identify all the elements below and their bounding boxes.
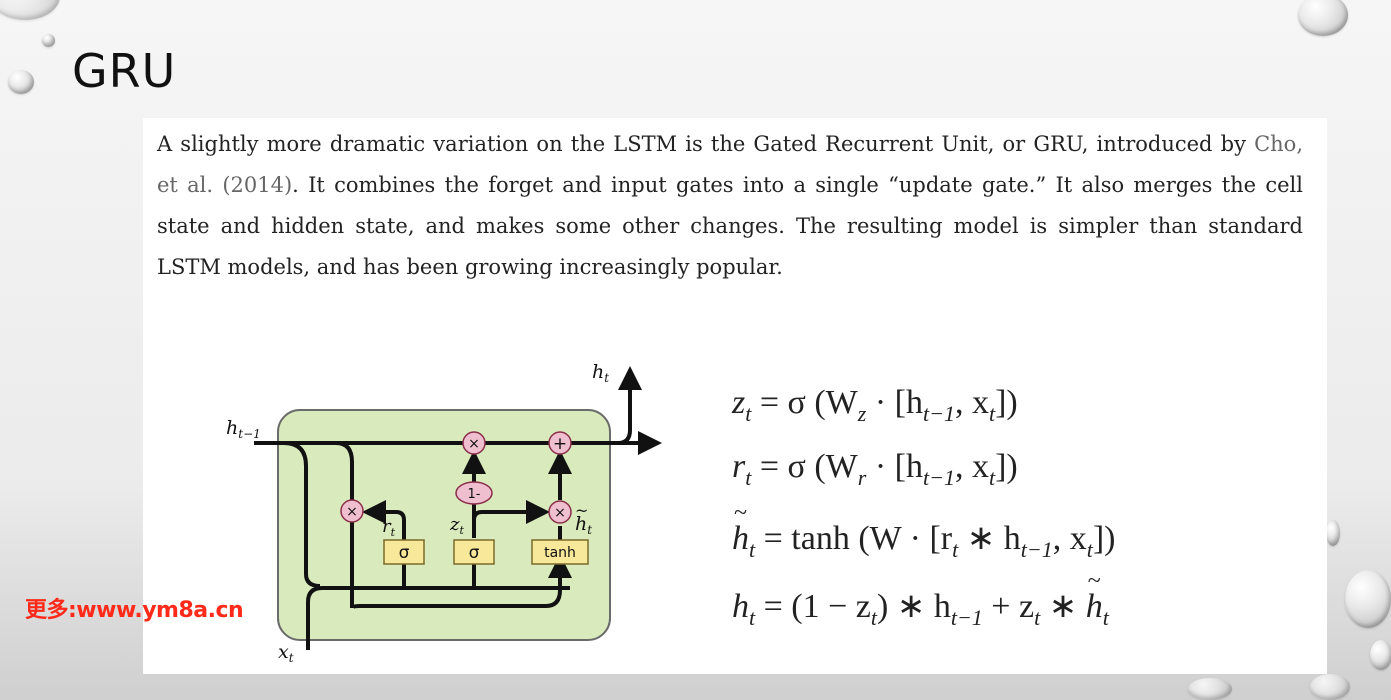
candidate-multiply-symbol: ×: [554, 505, 566, 521]
reset-output-line: [350, 522, 572, 609]
reset-multiply-symbol: ×: [346, 504, 358, 520]
add-symbol: +: [553, 434, 567, 454]
watermark-text: 更多:www.ym8a.cn: [25, 598, 244, 623]
one-minus-symbol: 1-: [468, 487, 481, 502]
reset-multiply-op: [340, 499, 364, 523]
label-h-t: ht: [592, 361, 609, 385]
tilde-mark: ~: [575, 501, 588, 520]
candidate-multiply-op: [548, 500, 572, 524]
water-drop-decoration: [1310, 674, 1350, 700]
water-drop-decoration: [8, 70, 34, 94]
equation-update-gate: zt = σ (Wz · [ht−1, xt]): [732, 384, 1018, 426]
h-prev-to-reset: [335, 441, 354, 500]
one-minus-op: [455, 481, 493, 505]
equation-candidate: ht = tanh (W · [rt ∗ ht−1, xt]): [732, 500, 1115, 563]
tanh-label: tanh: [544, 545, 576, 561]
sigma-reset-label: σ: [399, 543, 410, 563]
label-r-t: rt: [382, 516, 396, 539]
gru-cell-box: [277, 409, 611, 641]
sigma-update-layer: [453, 539, 495, 565]
water-drop-decoration: [1298, 0, 1348, 36]
label-h-tilde: ht: [575, 513, 592, 537]
sigma-update-label: σ: [469, 543, 480, 563]
tanh-layer: [531, 539, 589, 565]
equation-reset-gate: rt = σ (Wr · [ht−1, xt]): [732, 448, 1018, 490]
water-drop-decoration: [1370, 640, 1391, 670]
sigma-reset-layer: [383, 539, 425, 565]
equation-hidden-state: ht = (1 − zt) ∗ ht−1 + zt ∗ ht: [732, 568, 1109, 631]
paragraph-text: A slightly more dramatic variation on th…: [157, 132, 1255, 156]
water-drop-decoration: [42, 34, 55, 47]
reset-gate-arrow: [362, 500, 406, 550]
water-drop-decoration: [1188, 678, 1232, 700]
paragraph-text: . It combines the forget and input gates…: [157, 173, 1303, 279]
water-drop-decoration: [1326, 520, 1340, 546]
update-gate-to-multiply: [472, 500, 550, 524]
label-x-t: xt: [278, 641, 294, 665]
intro-paragraph: A slightly more dramatic variation on th…: [157, 124, 1303, 288]
gru-cell-diagram: σ σ tanh × × + × 1- ht ht−1 xt rt zt ht …: [226, 361, 662, 665]
input-line: [306, 586, 570, 650]
output-arrow: [617, 366, 642, 445]
water-drop-decoration: [0, 0, 60, 20]
h-prev-branch: [283, 441, 321, 588]
label-h-prev: ht−1: [226, 417, 261, 441]
slide-title: GRU: [72, 44, 177, 98]
update-multiply-symbol: ×: [468, 436, 480, 452]
update-multiply-op: [462, 431, 486, 455]
add-op: [548, 431, 572, 455]
water-drop-decoration: [1345, 570, 1391, 628]
citation-link[interactable]: Cho, et al. (2014): [157, 132, 1303, 197]
label-z-t: zt: [449, 514, 464, 537]
